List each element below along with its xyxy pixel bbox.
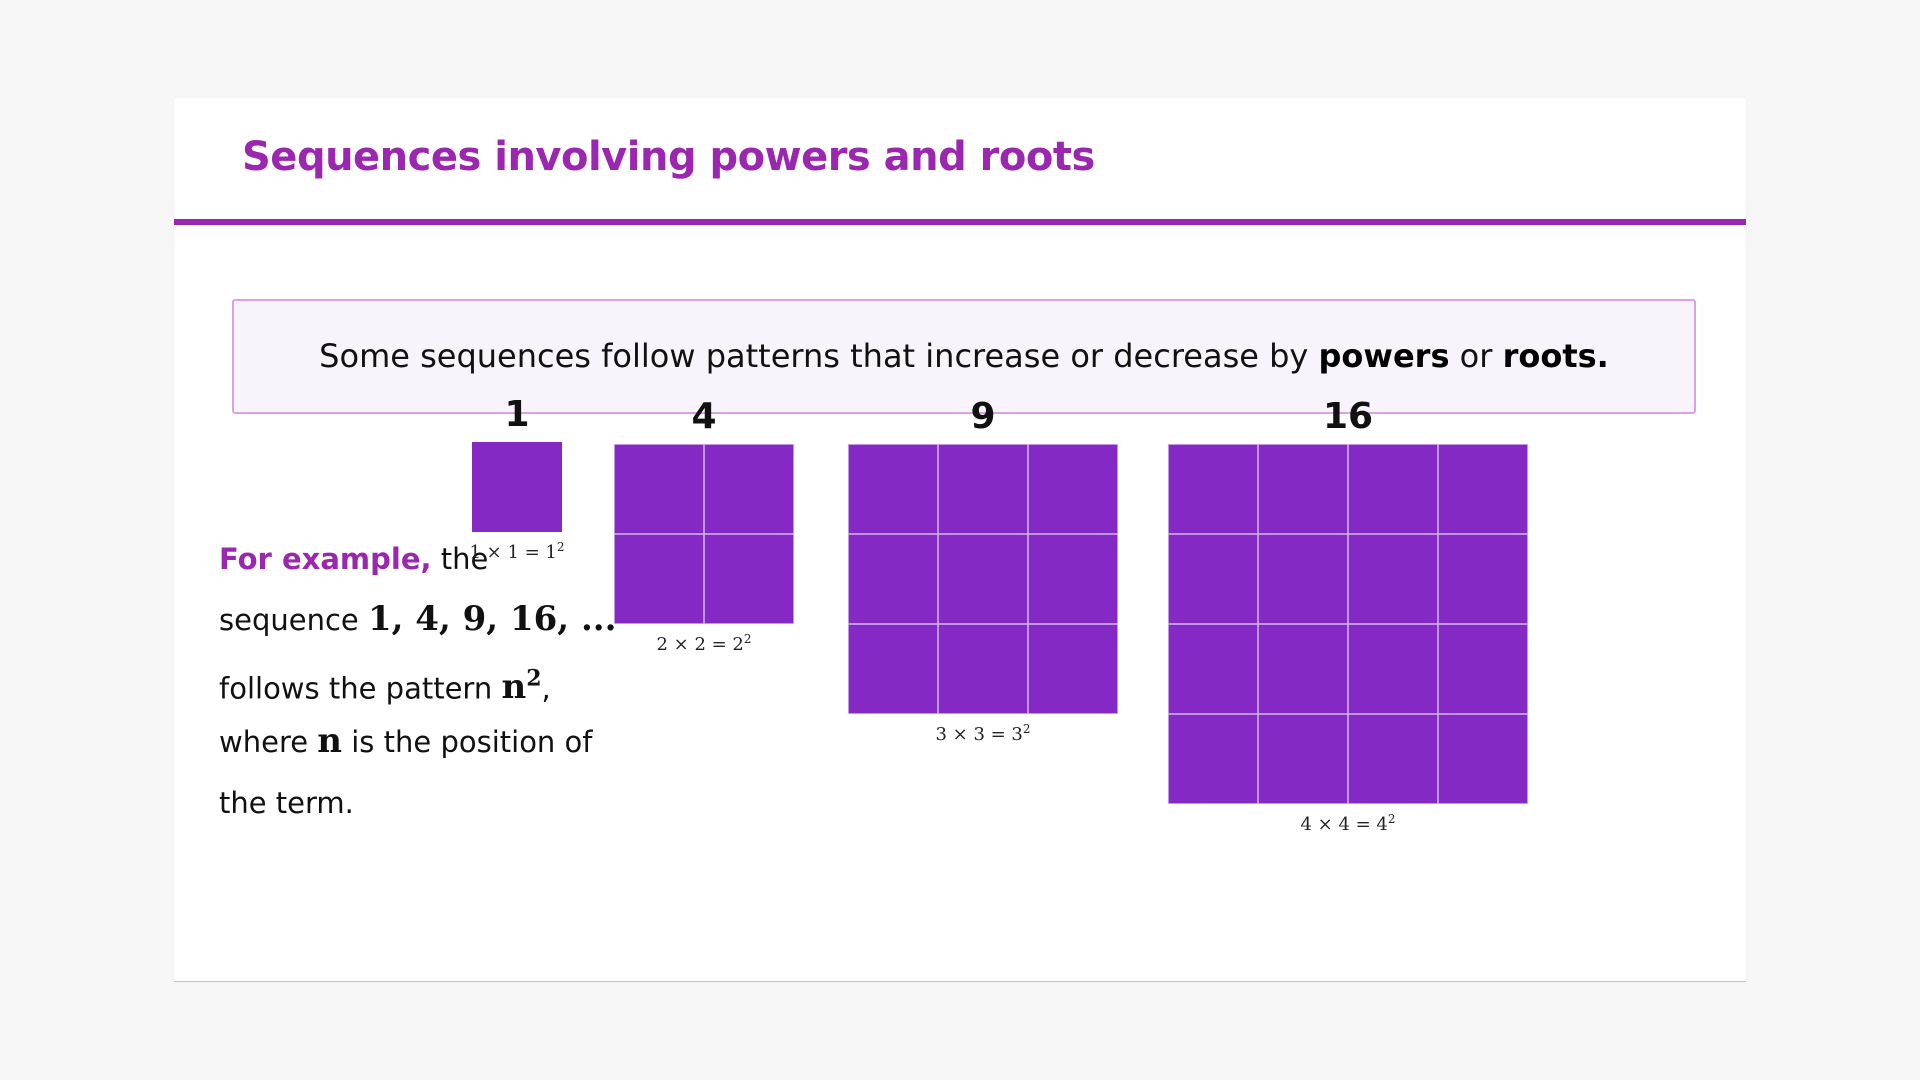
caption-expression: 4 × 4 = 4 [1300, 814, 1388, 835]
callout-bold-roots: roots. [1502, 337, 1609, 375]
caption-expression: 1 × 1 = 1 [469, 542, 557, 563]
unit-square [1258, 714, 1348, 804]
square-count-label: 4 [691, 396, 717, 437]
square-grid [1168, 444, 1528, 804]
unit-square [1348, 444, 1438, 534]
example-lead-rest: the [431, 542, 489, 576]
unit-square [848, 444, 938, 534]
slide-title: Sequences involving powers and roots [242, 134, 1095, 180]
explanation-line-5: the term. [219, 780, 619, 840]
pattern-math: n2 [501, 666, 542, 708]
unit-square [614, 444, 704, 534]
explanation-line-1: For example, the [219, 536, 619, 596]
unit-square [848, 534, 938, 624]
square-caption: 3 × 3 = 32 [818, 722, 1148, 745]
caption-exponent: 2 [743, 632, 752, 646]
definition-callout: Some sequences follow patterns that incr… [232, 299, 1696, 414]
unit-square [1348, 624, 1438, 714]
square-grid [614, 444, 794, 624]
pattern-text: follows the pattern [219, 671, 502, 706]
unit-square [614, 534, 704, 624]
caption-exponent: 2 [1387, 812, 1396, 826]
unit-square [1258, 534, 1348, 624]
square-count-label: 9 [970, 396, 996, 437]
pattern-comma: , [541, 671, 551, 706]
pattern-exponent: 2 [526, 666, 542, 692]
unit-square [938, 624, 1028, 714]
unit-square [1438, 624, 1528, 714]
square-count-label: 16 [1322, 396, 1374, 437]
unit-square [848, 624, 938, 714]
unit-square [1438, 714, 1528, 804]
title-divider [174, 219, 1746, 225]
sequence-math: 1, 4, 9, 16, ... [367, 599, 617, 639]
square-caption: 4 × 4 = 42 [1138, 812, 1558, 835]
unit-square [1258, 624, 1348, 714]
unit-square [1438, 534, 1528, 624]
explanation-line-3: follows the pattern n2, [219, 656, 619, 718]
square-grid [472, 442, 562, 532]
caption-exponent: 2 [556, 540, 565, 554]
unit-square [1168, 624, 1258, 714]
caption-expression: 2 × 2 = 2 [656, 634, 744, 655]
unit-square [1438, 444, 1528, 534]
unit-square [1028, 534, 1118, 624]
unit-square [1258, 444, 1348, 534]
square-grid [848, 444, 1118, 714]
callout-bold-powers: powers [1318, 337, 1450, 375]
square-count-label: 1 [504, 394, 530, 435]
where-text: where [219, 725, 318, 759]
explanation-line-2: sequence 1, 4, 9, 16, ... [219, 596, 619, 656]
unit-square [1168, 534, 1258, 624]
example-lead: For example, [219, 542, 432, 576]
unit-square [1168, 444, 1258, 534]
sequence-word: sequence [219, 603, 368, 637]
unit-square [472, 442, 562, 532]
explanation-line-4: where n is the position of [219, 718, 619, 780]
unit-square [938, 444, 1028, 534]
pattern-base: n [501, 667, 527, 708]
unit-square [1028, 624, 1118, 714]
unit-square [704, 534, 794, 624]
unit-square [938, 534, 1028, 624]
n-variable: n [317, 721, 343, 761]
square-caption: 2 × 2 = 22 [584, 632, 824, 655]
unit-square [1348, 714, 1438, 804]
unit-square [704, 444, 794, 534]
slide-card: Sequences involving powers and roots Som… [174, 98, 1746, 982]
unit-square [1348, 534, 1438, 624]
unit-square [1028, 444, 1118, 534]
example-explanation: For example, the sequence 1, 4, 9, 16, .… [219, 536, 619, 840]
callout-text-mid: or [1449, 337, 1503, 375]
caption-expression: 3 × 3 = 3 [935, 724, 1023, 745]
callout-text-before: Some sequences follow patterns that incr… [319, 337, 1319, 375]
unit-square [1168, 714, 1258, 804]
position-text: is the position of [342, 725, 593, 759]
caption-exponent: 2 [1022, 722, 1031, 736]
term-text: the term. [219, 786, 354, 820]
square-caption: 1 × 1 = 12 [442, 540, 592, 563]
